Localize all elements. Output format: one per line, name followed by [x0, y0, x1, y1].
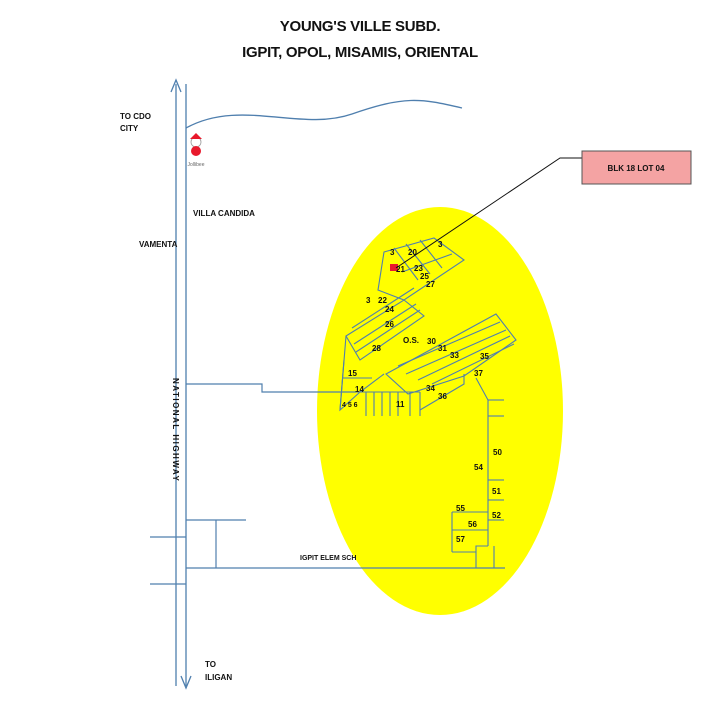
- callout-box: [581, 150, 692, 185]
- title-line1: YOUNG'S VILLE SUBD.: [279, 18, 441, 35]
- lot-label: 3: [366, 296, 371, 305]
- lot-label: 34: [426, 384, 435, 393]
- lot-label: 11: [396, 400, 405, 409]
- lot-label: 52: [492, 511, 501, 520]
- vamenta-label: VAMENTA: [139, 240, 178, 249]
- lot-label: 14: [355, 385, 364, 394]
- lot-label: 22: [378, 296, 387, 305]
- title-line2: IGPIT, OPOL, MISAMIS, ORIENTAL: [242, 44, 478, 61]
- to-iligan-label-1: TO: [205, 660, 216, 669]
- lot-numbers: 3 20 3 21 23 25 27 3 22 24 26 28 O.S. 30…: [342, 240, 502, 544]
- lot-label: 4 5 6: [342, 402, 358, 409]
- lot-label: 28: [372, 344, 381, 353]
- lot-label: 36: [438, 392, 447, 401]
- lot-label: 3: [390, 248, 395, 257]
- villa-candida-label: VILLA CANDIDA: [193, 209, 255, 218]
- lot-label: 26: [385, 320, 394, 329]
- lot-label: 15: [348, 369, 357, 378]
- lot-label: 20: [408, 248, 417, 257]
- subject-lot-marker: [390, 264, 398, 271]
- jollibee-logo: Jollibee: [188, 133, 205, 168]
- lot-label: 50: [493, 448, 502, 457]
- lot-label: 56: [468, 520, 477, 529]
- river: [185, 99, 463, 129]
- to-cdo-label-1: TO CDO: [120, 112, 151, 121]
- lot-label: 55: [456, 504, 465, 513]
- lot-label: 24: [385, 305, 394, 314]
- lot-label: 3: [438, 240, 443, 249]
- national-highway-road: [170, 78, 192, 690]
- lot-outlines: [339, 237, 517, 568]
- lot-label: 57: [456, 535, 465, 544]
- lot-label: 35: [480, 352, 489, 361]
- lot-label: 23: [414, 264, 423, 273]
- lot-label: 31: [438, 344, 447, 353]
- national-highway-label: NATIONAL HIGHWAY: [171, 378, 180, 482]
- lot-label: 33: [450, 351, 459, 360]
- lot-label: O.S.: [403, 336, 419, 345]
- side-roads: [150, 383, 505, 585]
- callout-leader: [395, 157, 582, 269]
- lot-label: 30: [427, 337, 436, 346]
- igpit-elem-sch-label: IGPIT ELEM SCH: [300, 555, 356, 562]
- lot-label: 37: [474, 369, 483, 378]
- lot-label: 27: [426, 280, 435, 289]
- lot-label: 21: [396, 265, 405, 274]
- to-iligan-label-2: ILIGAN: [205, 673, 232, 682]
- lot-label: 54: [474, 463, 483, 472]
- jollibee-label: Jollibee: [188, 162, 205, 168]
- highlight-area: [317, 207, 563, 615]
- lot-label: 51: [492, 487, 501, 496]
- to-cdo-label-2: CITY: [120, 124, 139, 133]
- lot-label: 25: [420, 272, 429, 281]
- callout-text: BLK 18 LOT 04: [608, 164, 665, 173]
